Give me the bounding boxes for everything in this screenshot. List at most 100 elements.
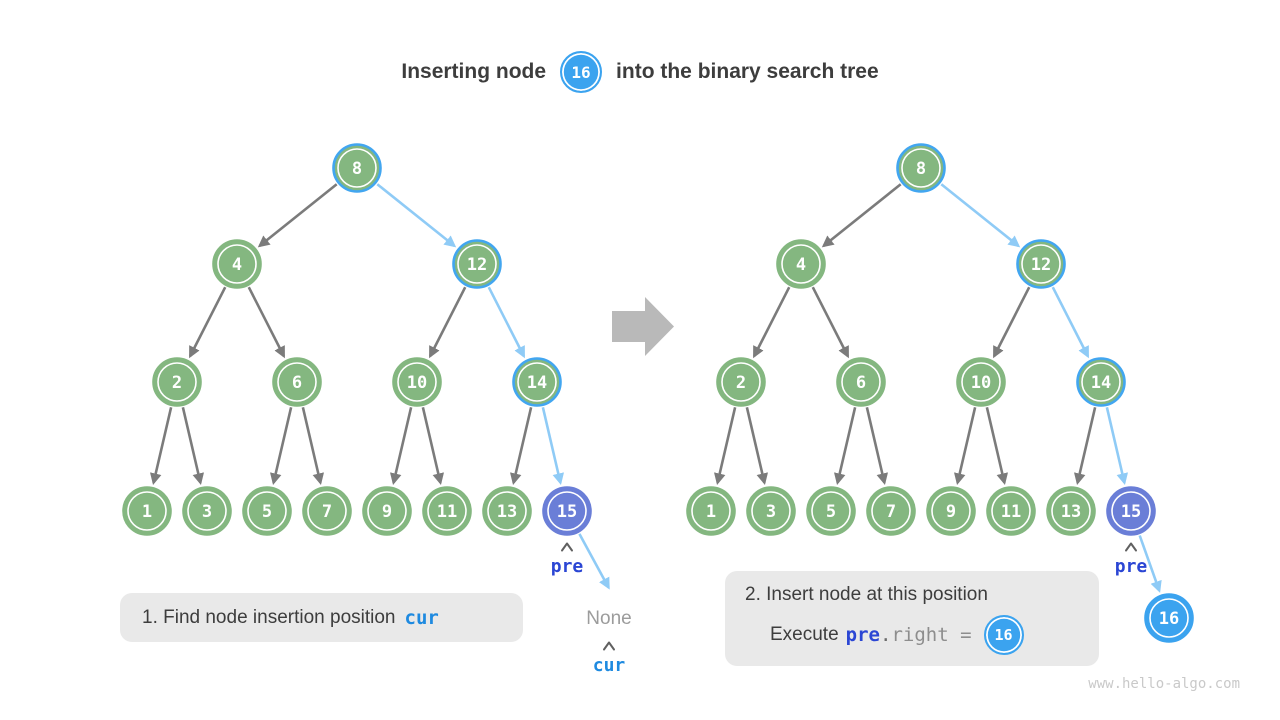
step2-execute-label: Execute — [770, 624, 839, 645]
title-node-16-value: 16 — [571, 62, 591, 82]
tree-node-value: 4 — [232, 255, 242, 275]
title-prefix: Inserting node — [401, 60, 547, 83]
tree-node-before-5: 5 — [242, 486, 292, 536]
tree-edge-10-11 — [421, 407, 445, 486]
title-node-16: 16 — [560, 51, 603, 93]
tree-node-inner-ring — [781, 244, 821, 284]
tree-edge-8-12 — [376, 183, 457, 248]
step1-text: 1. Find node insertion position — [142, 606, 396, 628]
tree-node-value: 10 — [407, 373, 427, 393]
tree-edge-15-point — [578, 533, 610, 590]
tree-node-circle — [302, 486, 352, 536]
tree-node-after-10: 10 — [956, 357, 1006, 407]
tree-node-before-2: 2 — [152, 357, 202, 407]
tree-node-inner-ring — [841, 362, 881, 402]
tree-node-circle — [332, 143, 382, 193]
tree-node-inner-ring — [1051, 491, 1091, 531]
tree-node-value: 7 — [886, 502, 896, 522]
tree-node-inner-ring — [217, 244, 257, 284]
tree-node-value: 4 — [796, 255, 806, 275]
step2-box: 2. Insert node at this position Execute … — [725, 571, 1099, 666]
tree-node-value: 1 — [142, 502, 152, 522]
tree-node-circle — [836, 357, 886, 407]
tree-node-circle — [242, 486, 292, 536]
tree-node-circle — [866, 486, 916, 536]
tree-edge-12-14 — [487, 286, 526, 359]
tree-node-after-4: 4 — [776, 239, 826, 289]
tree-node-after-6: 6 — [836, 357, 886, 407]
tree-node-after-12: 12 — [1016, 239, 1066, 289]
tree-edge-15-16 — [1138, 535, 1162, 593]
tree-node-before-13: 13 — [482, 486, 532, 536]
tree-node-before-4: 4 — [212, 239, 262, 289]
diagram-title: Inserting node 16 into the binary search… — [0, 49, 1280, 95]
tree-node-before-15: 15 — [542, 486, 592, 536]
tree-node-value: 14 — [1091, 373, 1111, 393]
step2-code-right: right = — [891, 624, 972, 646]
tree-node-circle — [152, 357, 202, 407]
tree-node-inner-ring — [811, 491, 851, 531]
tree-node-inner-ring — [157, 362, 197, 402]
tree-node-value: 9 — [382, 502, 392, 522]
tree-node-value: 2 — [736, 373, 746, 393]
tree-node-after-2: 2 — [716, 357, 766, 407]
tree-node-inner-ring — [1081, 362, 1121, 402]
step2-code-dot: . — [879, 624, 892, 646]
tree-node-value: 13 — [497, 502, 517, 522]
tree-edge-2-3 — [745, 407, 769, 486]
tree-node-circle — [272, 357, 322, 407]
tree-node-inner-ring — [721, 362, 761, 402]
tree-node-inner-ring — [931, 491, 971, 531]
tree-edge-12-10 — [428, 286, 467, 359]
tree-node-circle — [806, 486, 856, 536]
tree-node-value: 8 — [352, 159, 362, 179]
tree-node-value: 7 — [322, 502, 332, 522]
tree-node-circle — [896, 143, 946, 193]
tree-edge-14-13 — [509, 407, 533, 486]
tree-edge-6-7 — [301, 407, 325, 486]
tree-node-inner-ring — [751, 491, 791, 531]
tree-node-inner-ring — [187, 491, 227, 531]
tree-edge-8-4 — [257, 183, 338, 248]
tree-node-value: 2 — [172, 373, 182, 393]
tree-node-after-15: 15 — [1106, 486, 1156, 536]
tree-node-inner-ring — [337, 148, 377, 188]
tree-node-value: 15 — [557, 502, 577, 522]
tree-edge-4-2 — [188, 286, 227, 359]
tree-node-inner-ring — [1021, 244, 1061, 284]
tree-node-circle — [392, 357, 442, 407]
tree-node-value: 12 — [467, 255, 487, 275]
annotation-pre: pre — [1115, 556, 1148, 577]
tree-node-after-8: 8 — [896, 143, 946, 193]
tree-node-inner-ring — [961, 362, 1001, 402]
tree-edge-2-3 — [181, 407, 205, 486]
annotation-cur: cur — [593, 655, 626, 676]
tree-node-inner-ring — [367, 491, 407, 531]
title-suffix: into the binary search tree — [616, 60, 879, 83]
tree-node-before-10: 10 — [392, 357, 442, 407]
tree-node-value: 16 — [1159, 609, 1179, 629]
tree-node-before-1: 1 — [122, 486, 172, 536]
tree-edge-10-11 — [985, 407, 1009, 486]
tree-node-before-14: 14 — [512, 357, 562, 407]
tree-node-circle — [1046, 486, 1096, 536]
step2-node-16-value: 16 — [994, 626, 1013, 644]
tree-node-value: 11 — [437, 502, 457, 522]
tree-node-value: 11 — [1001, 502, 1021, 522]
tree-node-before-8: 8 — [332, 143, 382, 193]
tree-node-value: 9 — [946, 502, 956, 522]
tree-node-circle — [482, 486, 532, 536]
tree-node-circle — [686, 486, 736, 536]
tree-node-value: 3 — [202, 502, 212, 522]
annotation-None: None — [586, 608, 631, 629]
tree-node-before-11: 11 — [422, 486, 472, 536]
tree-node-inner-ring — [277, 362, 317, 402]
tree-node-after-13: 13 — [1046, 486, 1096, 536]
tree-node-circle — [1016, 239, 1066, 289]
tree-node-circle — [182, 486, 232, 536]
tree-node-inner-ring — [487, 491, 527, 531]
tree-node-before-12: 12 — [452, 239, 502, 289]
tree-edge-12-10 — [992, 286, 1031, 359]
step1-code-cur: cur — [404, 606, 439, 629]
